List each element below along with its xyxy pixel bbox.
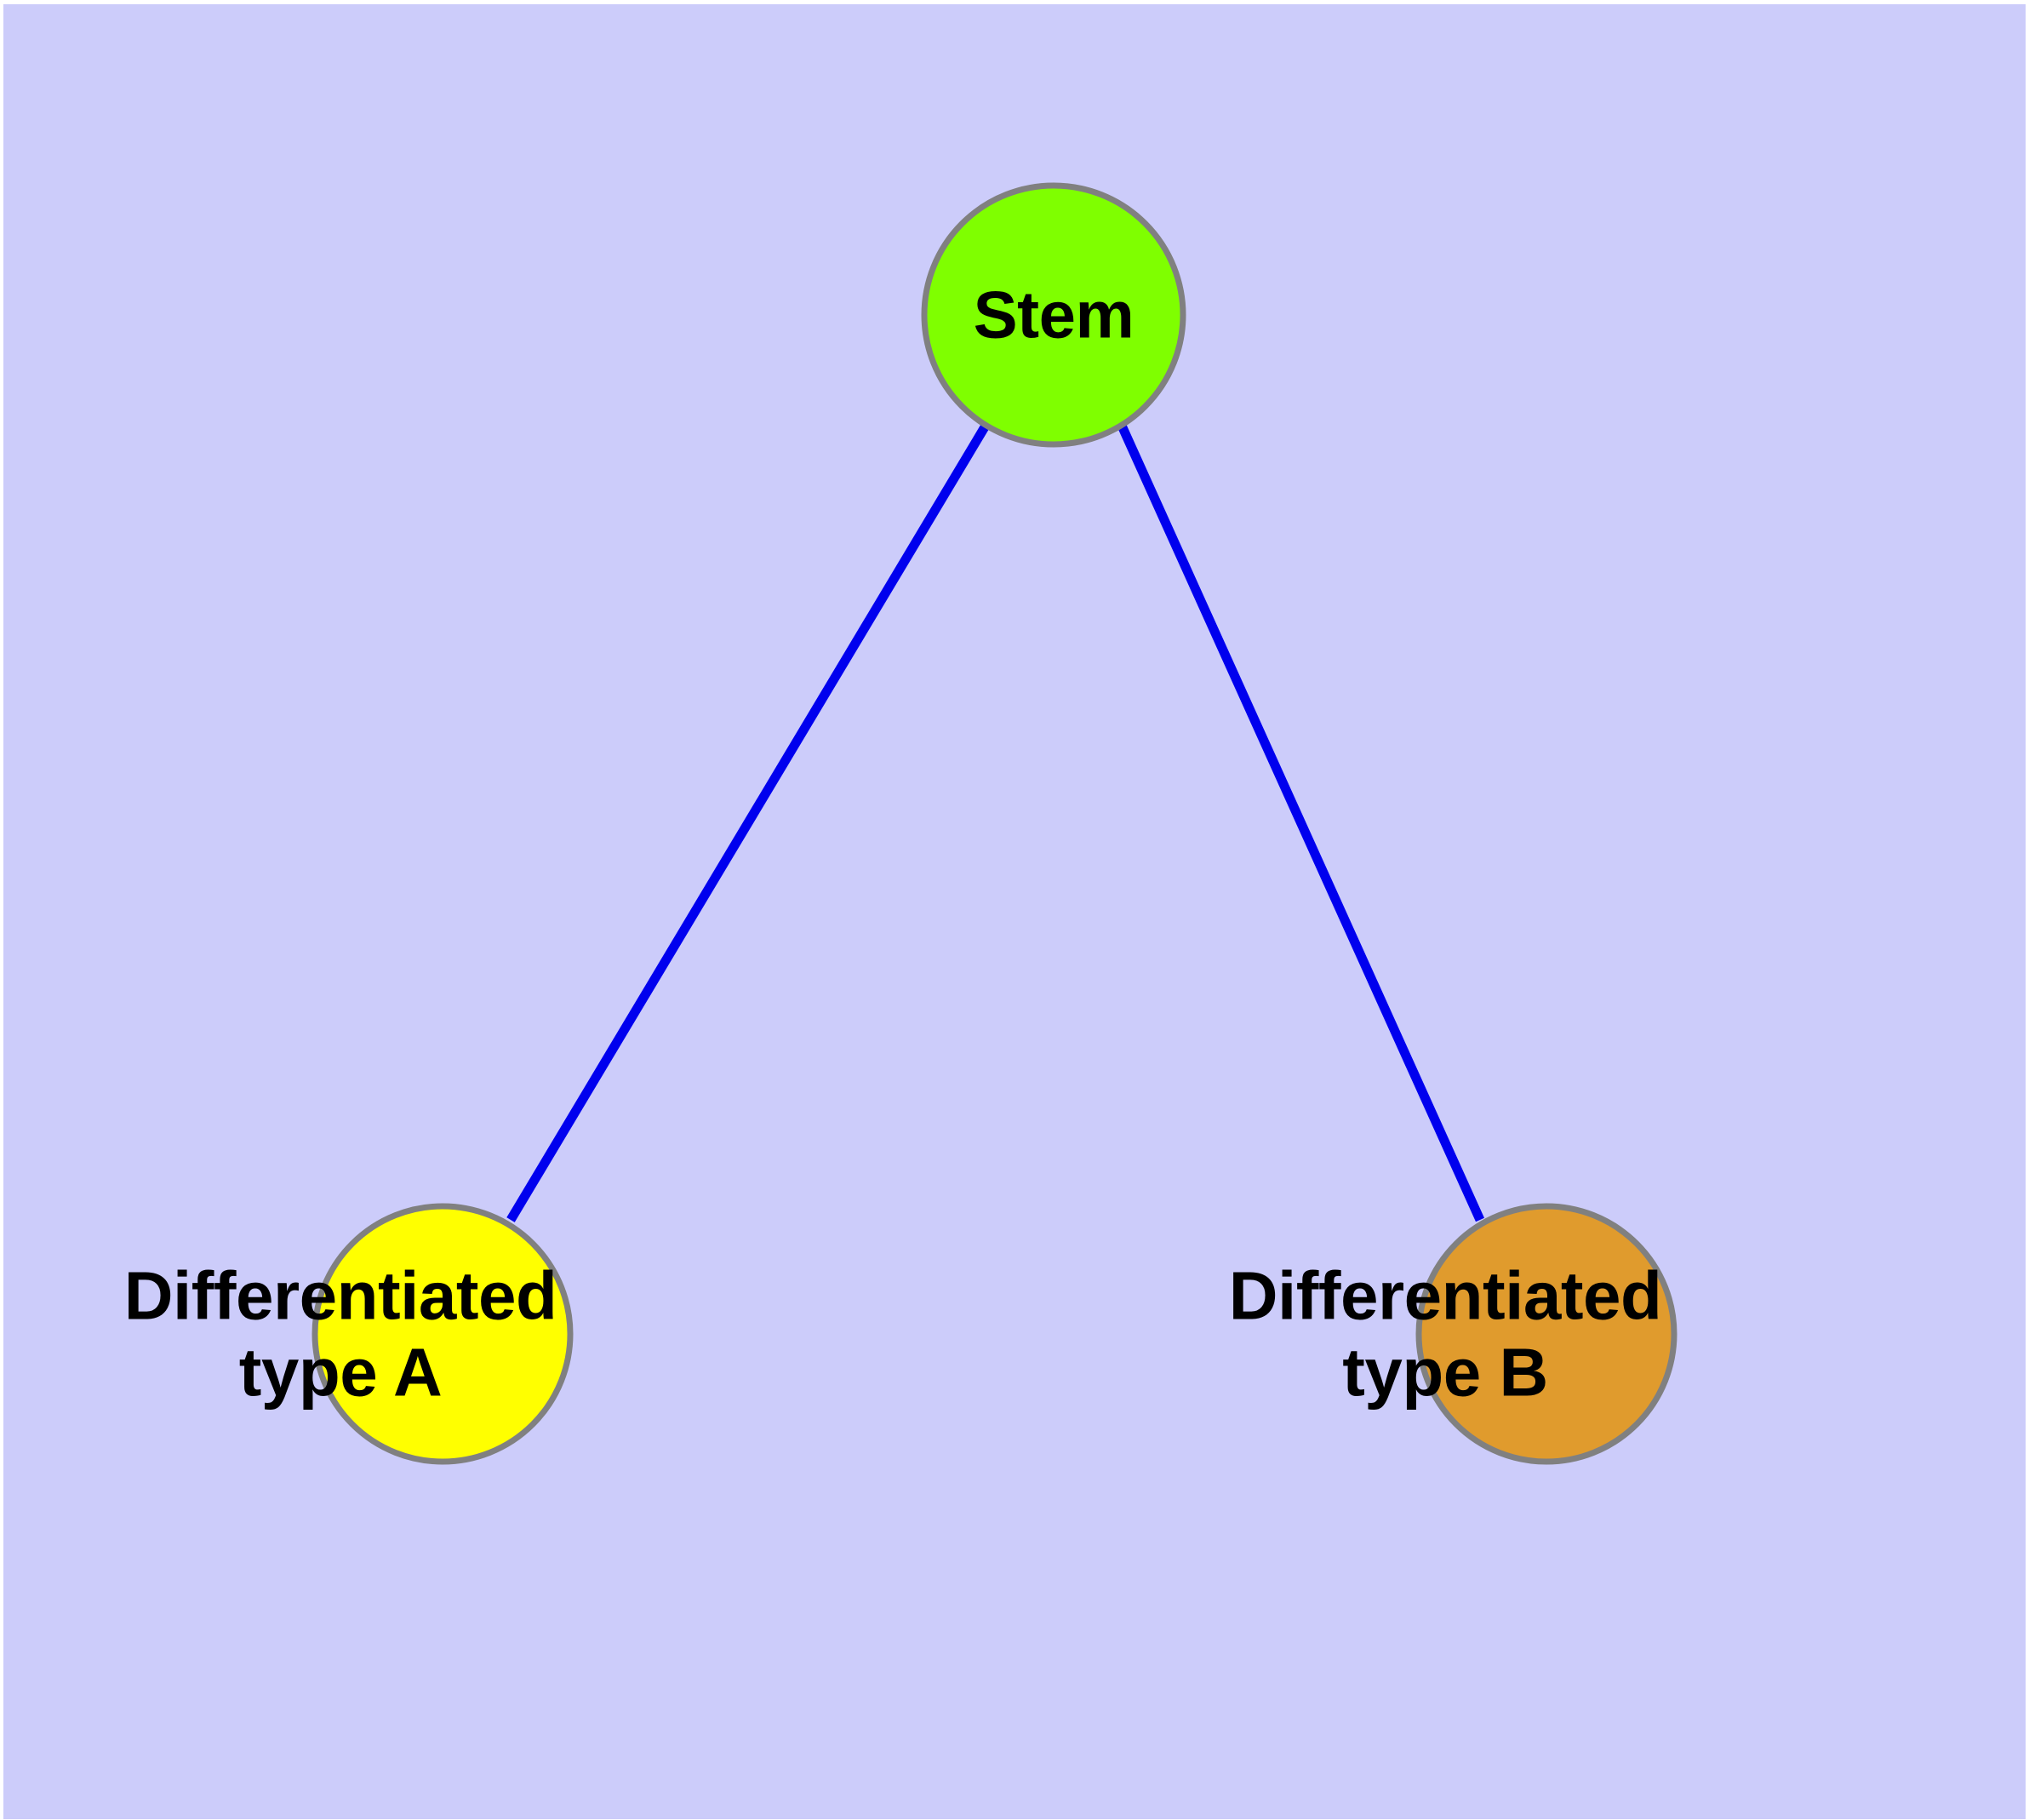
edges-group	[506, 423, 1485, 1222]
node-circle-diff_b[interactable]	[1415, 1203, 1677, 1465]
nodes-group	[311, 182, 1677, 1465]
node-circle-diff_a[interactable]	[311, 1203, 574, 1465]
edge-stem-diff-a	[506, 423, 990, 1222]
node-circle-stem[interactable]	[921, 182, 1186, 448]
edge-stem-diff-b	[1117, 423, 1485, 1222]
